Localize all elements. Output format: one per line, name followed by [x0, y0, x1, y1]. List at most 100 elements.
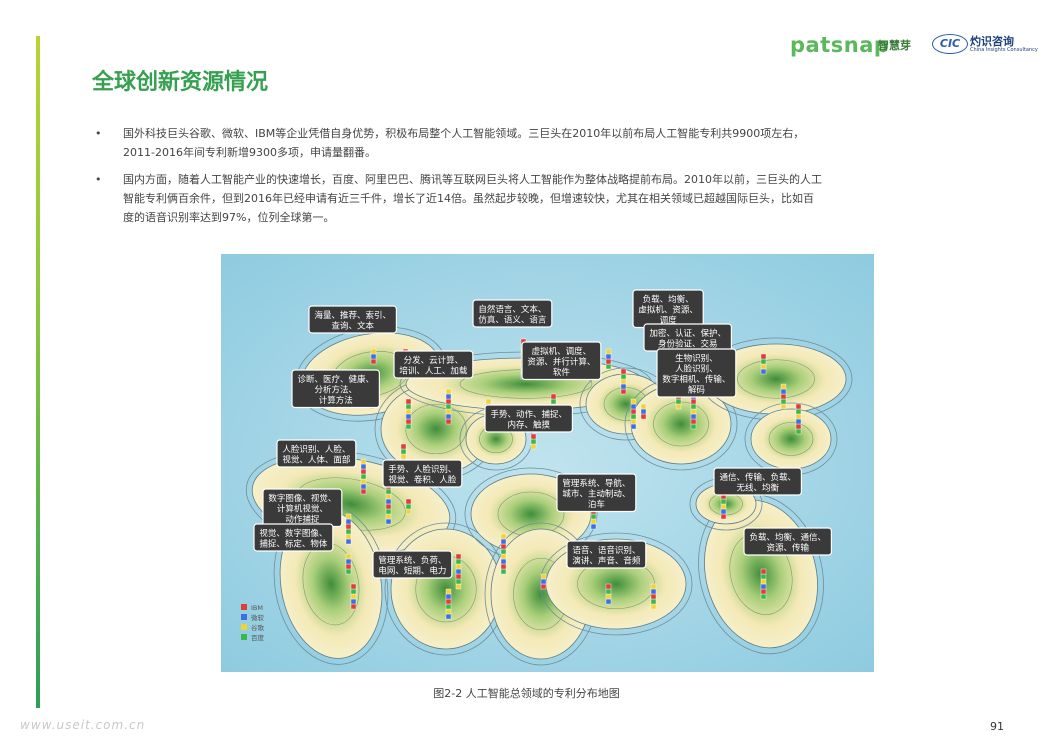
patent-stack: [795, 403, 802, 435]
map-label-text: 软件: [553, 367, 571, 378]
island: [744, 402, 838, 476]
cic-logo-cn: 灼识咨询: [970, 35, 1014, 48]
bullet-item: • 国外科技巨头谷歌、微软、IBM等企业凭借自身优势，积极布局整个人工智能领域。…: [95, 124, 915, 162]
map-label: 通信、传输、负载、无线、均衡: [713, 467, 803, 496]
bullet-line: 智能专利俩百余件，但到2016年已经申请有近三千件，增长了近14倍。虽然起步较晚…: [123, 192, 814, 205]
map-label-text: 动作捕捉: [285, 514, 320, 525]
patent-stack: [455, 553, 462, 590]
map-label-text: 虚拟机、资源、: [638, 305, 698, 316]
map-label-text: 内存、触摸: [507, 420, 550, 431]
map-label-text: 查询、文本: [331, 321, 374, 332]
map-label-text: 自然语言、文本、: [478, 304, 546, 315]
patent-stack: [605, 583, 612, 605]
patent-stack: [345, 513, 352, 545]
patent-stack: [760, 568, 767, 600]
map-label: 分发、云计算、培训、人工、加载: [393, 350, 474, 379]
sidebar-accent-bar: [36, 36, 40, 708]
bullet-line: 国内方面，随着人工智能产业的快速增长，百度、阿里巴巴、腾讯等互联网巨头将人工智能…: [123, 173, 822, 186]
map-label-text: 计算机视觉、: [277, 504, 328, 515]
map-labels: 海量、推荐、索引、查询、文本自然语言、文本、仿真、语义、语言负载、均衡、虚拟机、…: [253, 289, 833, 579]
map-label: 负载、均衡、通信、资源、传输: [743, 527, 833, 556]
map-label: 诊断、医疗、健康、分析方法、计算方法: [291, 369, 381, 409]
legend-swatch: [241, 604, 247, 610]
map-label-text: 诊断、医疗、健康、: [297, 374, 374, 385]
map-label-text: 管理系统、导航、: [562, 478, 630, 489]
watermark: www.useit.com.cn: [20, 718, 146, 732]
map-label-text: 生物识别、: [675, 353, 718, 364]
map-label-text: 分发、云计算、: [404, 355, 464, 366]
patent-stack: [405, 398, 412, 430]
map-label-text: 资源、传输: [766, 543, 809, 554]
map-label-text: 通信、传输、负载、: [719, 472, 796, 483]
cic-logo: CIC: [932, 34, 968, 54]
map-label-text: 演讲、声音、音频: [572, 556, 641, 567]
map-label: 人脸识别、人脸、视觉、人体、面部: [276, 439, 357, 468]
map-label-text: 视觉、卷积、人脸: [388, 475, 457, 486]
legend-label: 百度: [251, 633, 265, 642]
patent-stack: [370, 348, 377, 365]
patent-stack: [640, 403, 647, 420]
map-label: 管理系统、负荷、电网、短期、电力: [372, 550, 453, 579]
map-label-text: 手势、人脸识别、: [388, 464, 456, 475]
map-label: 海量、推荐、索引、查询、文本: [308, 305, 398, 334]
page-title: 全球创新资源情况: [92, 70, 269, 95]
bullet-item: • 国内方面，随着人工智能产业的快速增长，百度、阿里巴巴、腾讯等互联网巨头将人工…: [95, 170, 915, 227]
map-label: 管理系统、导航、城市、主动制动、泊车: [556, 473, 637, 513]
map-label-text: 语音、语音识别、: [572, 545, 640, 556]
legend-swatch: [241, 614, 247, 620]
patent-stack: [540, 573, 547, 590]
patent-stack: [605, 348, 612, 370]
bullet-marker: •: [95, 173, 102, 186]
map-label-text: 视觉、数字图像、: [259, 528, 327, 539]
map-label-text: 分析方法、: [314, 385, 357, 396]
map-label: 数字图像、视觉、计算机视觉、动作捕捉: [262, 488, 343, 528]
map-label-text: 调度: [660, 315, 678, 326]
patsnap-logo-cn: 智慧芽: [878, 39, 911, 52]
map-label: 加密、认证、保护、身份验证、交易: [643, 323, 733, 352]
patent-stack: [500, 533, 507, 575]
map-label: 负载、均衡、虚拟机、资源、调度: [632, 289, 704, 329]
figure-caption: 图2-2 人工智能总领域的专利分布地图: [433, 687, 620, 700]
map-label-text: 海量、推荐、索引、: [314, 310, 391, 321]
patsnap-logo: patsnap: [790, 33, 890, 57]
patent-stack: [530, 433, 537, 450]
patent-stack: [385, 483, 392, 525]
legend-swatch: [241, 634, 247, 640]
map-label-text: 仿真、语义、语言: [478, 315, 547, 326]
bullet-list: • 国外科技巨头谷歌、微软、IBM等企业凭借自身优势，积极布局整个人工智能领域。…: [95, 124, 915, 235]
bullet-line: 2011-2016年间专利新增9300多项，申请量翻番。: [123, 146, 376, 159]
map-label-text: 城市、主动制动、: [562, 489, 630, 500]
map-label: 自然语言、文本、仿真、语义、语言: [472, 299, 553, 328]
patent-stack: [350, 583, 357, 610]
patent-stack: [760, 353, 767, 375]
patent-stack: [360, 458, 367, 495]
patent-stack: [620, 368, 627, 395]
map-label: 手势、人脸识别、视觉、卷积、人脸: [382, 459, 463, 488]
map-label-text: 负载、均衡、通信、: [749, 532, 826, 543]
map-label: 虚拟机、调度、资源、并行计算、软件: [521, 341, 602, 381]
map-label-text: 数字相机、传输、: [662, 374, 730, 385]
map-label-text: 培训、人工、加载: [399, 366, 468, 377]
map-label-text: 身份验证、交易: [658, 339, 718, 350]
bullet-line: 度的语音识别率达到97%，位列全球第一。: [123, 211, 335, 224]
map-label-text: 泊车: [588, 499, 605, 510]
legend-label: 谷歌: [251, 623, 265, 632]
map-label: 生物识别、人脸识别、数字相机、传输、解码: [656, 348, 737, 398]
map-label-text: 解码: [688, 385, 705, 396]
map-label: 手势、动作、捕捉、内存、触摸: [484, 404, 574, 433]
map-label-text: 虚拟机、调度、: [532, 346, 592, 357]
legend-label: IBM: [251, 604, 263, 612]
bullet-line: 国外科技巨头谷歌、微软、IBM等企业凭借自身优势，积极布局整个人工智能领域。三巨…: [123, 127, 805, 140]
map-label-text: 加密、认证、保护、: [649, 328, 726, 339]
page-number: 91: [990, 720, 1004, 733]
map-label-text: 数字图像、视觉、: [268, 493, 336, 504]
bullet-marker: •: [95, 127, 102, 140]
map-label-text: 人脸识别、人脸、: [282, 444, 350, 455]
map-label-text: 负载、均衡、: [643, 294, 694, 305]
map-label: 语音、语音识别、演讲、声音、音频: [566, 540, 647, 569]
patent-stack: [445, 588, 452, 620]
legend-swatch: [241, 624, 247, 630]
patent-stack: [345, 553, 352, 575]
map-label-text: 人脸识别、: [675, 364, 718, 375]
